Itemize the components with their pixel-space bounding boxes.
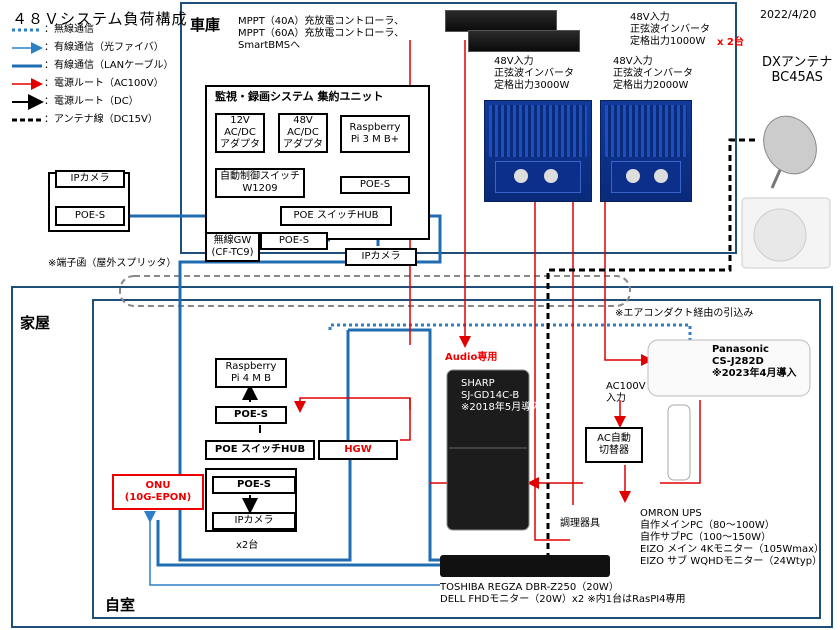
poe-s-camera: POE-S: [212, 476, 296, 494]
legend-wireless: ：無線通信: [44, 24, 94, 35]
antenna-link: [546, 138, 755, 560]
legend-antenna: ：アンテナ線（DC15V）: [44, 114, 158, 125]
camera-count: x2台: [236, 540, 259, 551]
regza-label: TOSHIBA REGZA DBR-Z250（20W） DELL FHDモニター…: [440, 582, 686, 605]
poe-s-gw: POE-S: [260, 232, 328, 250]
inverter-1000-label: 48V入力 正弦波インバータ 定格出力1000W: [630, 12, 710, 47]
monitor-unit-label: 監視・録画システム 集約ユニット: [215, 90, 384, 103]
poe-s-raspi4: POE-S: [215, 406, 287, 424]
adapter-12v: 12V AC/DC アダプタ: [215, 113, 265, 153]
adapter-48v: 48V AC/DC アダプタ: [278, 113, 328, 153]
mppt-label: MPPT（40A）充放電コントローラ、 MPPT（60A）充放電コントローラ、 …: [238, 16, 405, 51]
garage-poe-hub: POE スイッチHUB: [280, 206, 392, 226]
outdoor-poe-s: POE-S: [55, 206, 125, 226]
outdoor-ipcam: IPカメラ: [55, 170, 125, 188]
fiber-links: [144, 511, 440, 586]
inverter-3000: [484, 100, 592, 202]
room-label: 自室: [105, 596, 136, 614]
auto-switch: 自動制御スイッチ W1209: [215, 168, 305, 198]
fridge-label: SHARP SJ-GD14C-B ※2018年5月導入: [461, 378, 542, 413]
audio-only-label: Audio専用: [445, 352, 498, 363]
inverter-1000-a: [445, 10, 557, 32]
inverter-1000-b: [468, 30, 580, 52]
aircon-remote: [667, 404, 691, 481]
junction-box: [119, 275, 631, 307]
inverter-3000-label: 48V入力 正弦波インバータ 定格出力3000W: [494, 56, 574, 91]
garage-ipcam: IPカメラ: [345, 248, 417, 266]
onu: ONU (10G-EPON): [112, 474, 204, 510]
legend-dc: ：電源ルート（DC）: [44, 96, 139, 107]
wireless-gw: 無線GW (CF-TC9): [205, 232, 260, 262]
inverter-2000: [600, 100, 692, 202]
house-ipcam: IPカメラ: [212, 512, 296, 530]
date-label: 2022/4/20: [760, 8, 817, 21]
ups-label: OMRON UPS 自作メインPC（80～100W） 自作サブPC（100～15…: [640, 508, 825, 567]
fridge: [446, 369, 530, 531]
legend-ac: ：電源ルート（AC100V）: [44, 78, 164, 89]
raspi4: Raspberry Pi 4 M B: [215, 358, 287, 388]
cooking-label: 調理器具: [560, 518, 600, 529]
camera-stack-back: [205, 468, 297, 532]
hgw: HGW: [318, 440, 398, 460]
raspi3: Raspberry Pi 3 M B+: [340, 115, 410, 153]
page-title: ４８Ｖシステム負荷構成: [12, 10, 188, 28]
legend-fiber: ：有線通信（光ファイバ）: [44, 42, 164, 53]
satellite-dish: [763, 115, 817, 175]
garage-label: 車庫: [190, 16, 221, 34]
aircon-unit: [647, 339, 811, 397]
regza-recorder: [440, 555, 610, 577]
legend-lan: ：有線通信（LANケーブル）: [44, 60, 174, 71]
legend: ：無線通信 ：有線通信（光ファイバ） ：有線通信（LANケーブル） ：電源ルート…: [44, 21, 174, 129]
poe-s-raspi3: POE-S: [340, 176, 410, 194]
aircon-label: Panasonic CS-J282D ※2023年4月導入: [712, 344, 797, 379]
house-label: 家屋: [20, 314, 51, 332]
junction-note: ※端子函（屋外スプリッタ）: [48, 258, 177, 269]
antenna-label: DXアンテナ BC45AS: [762, 55, 833, 85]
ac-auto-switch: AC自動 切替器: [585, 427, 643, 463]
inverter-2000-label: 48V入力 正弦波インバータ 定格出力2000W: [613, 56, 693, 91]
house-poe-hub: POE スイッチHUB: [205, 440, 315, 460]
inverter-1000-count: x 2台: [717, 37, 744, 48]
ac100-input-label: AC100V 入力: [606, 381, 646, 404]
legend-lines: [12, 28, 44, 122]
aircon-note: ※エアコンダクト経由の引込み: [615, 308, 754, 319]
